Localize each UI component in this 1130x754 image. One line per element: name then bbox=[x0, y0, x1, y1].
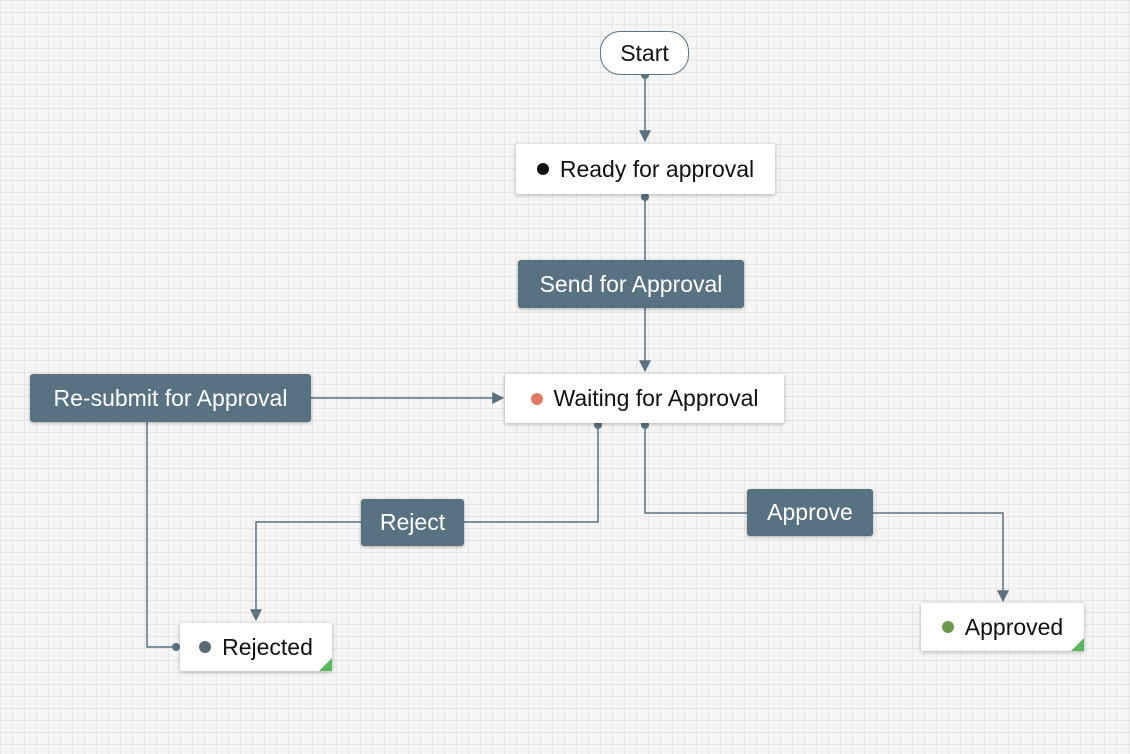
port-rejected-out[interactable] bbox=[172, 643, 180, 651]
port-ready-out[interactable] bbox=[641, 193, 649, 201]
port-waiting-approve-out[interactable] bbox=[641, 421, 649, 429]
state-indicator-dot bbox=[941, 621, 954, 633]
final-state-marker bbox=[319, 658, 332, 671]
connector-waiting-to-approve[interactable] bbox=[644, 425, 747, 514]
final-state-marker bbox=[1071, 638, 1084, 651]
connector-rejected-to-resubmit[interactable] bbox=[146, 422, 176, 648]
action-send-for-approval[interactable]: Send for Approval bbox=[518, 260, 744, 308]
state-indicator-dot bbox=[199, 641, 212, 653]
state-indicator-dot bbox=[536, 163, 549, 175]
connector-reject-to-rejected[interactable] bbox=[250, 521, 361, 622]
port-waiting-reject-out[interactable] bbox=[594, 421, 602, 429]
state-label: Approved bbox=[964, 613, 1064, 640]
state-label: Waiting for Approval bbox=[553, 385, 759, 411]
state-indicator-dot bbox=[530, 392, 543, 405]
action-reject[interactable]: Reject bbox=[361, 499, 464, 546]
connector-waiting-to-reject[interactable] bbox=[464, 425, 599, 523]
state-ready-for-approval[interactable]: Ready for approval bbox=[516, 144, 775, 194]
start-node[interactable]: Start bbox=[600, 31, 689, 75]
start-node-label: Start bbox=[620, 39, 669, 66]
action-label: Send for Approval bbox=[539, 270, 723, 297]
action-label: Re-submit for Approval bbox=[53, 384, 288, 411]
action-approve[interactable]: Approve bbox=[747, 489, 873, 536]
action-label: Reject bbox=[379, 509, 446, 535]
state-approved[interactable]: Approved bbox=[921, 603, 1084, 651]
connector-approve-to-approved[interactable] bbox=[873, 512, 1009, 603]
state-rejected[interactable]: Rejected bbox=[180, 623, 332, 671]
action-resubmit-for-approval[interactable]: Re-submit for Approval bbox=[30, 374, 311, 422]
state-label: Ready for approval bbox=[559, 155, 755, 182]
state-label: Rejected bbox=[222, 633, 313, 660]
state-waiting-for-approval[interactable]: Waiting for Approval bbox=[505, 374, 784, 423]
action-label: Approve bbox=[767, 499, 853, 525]
